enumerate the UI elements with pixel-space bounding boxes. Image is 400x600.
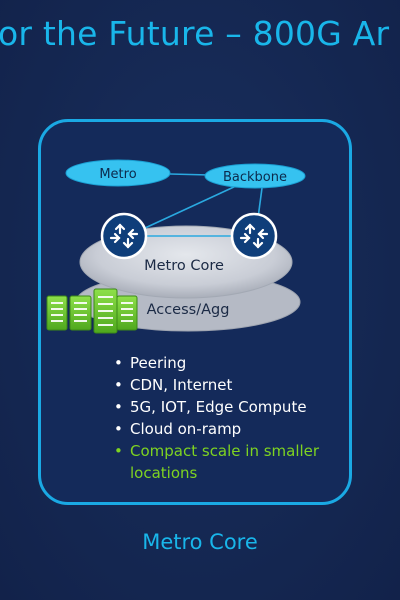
list-item-highlight: Compact scale in smaller locations [112, 440, 352, 484]
list-item: Cloud on-ramp [112, 418, 352, 440]
caption: Metro Core [142, 530, 258, 554]
list-item: Peering [112, 352, 352, 374]
list-item: CDN, Internet [112, 374, 352, 396]
list-item: 5G, IOT, Edge Compute [112, 396, 352, 418]
slide-title: or the Future – 800G Ar [0, 14, 390, 53]
feature-list: Peering CDN, Internet 5G, IOT, Edge Comp… [112, 352, 352, 484]
